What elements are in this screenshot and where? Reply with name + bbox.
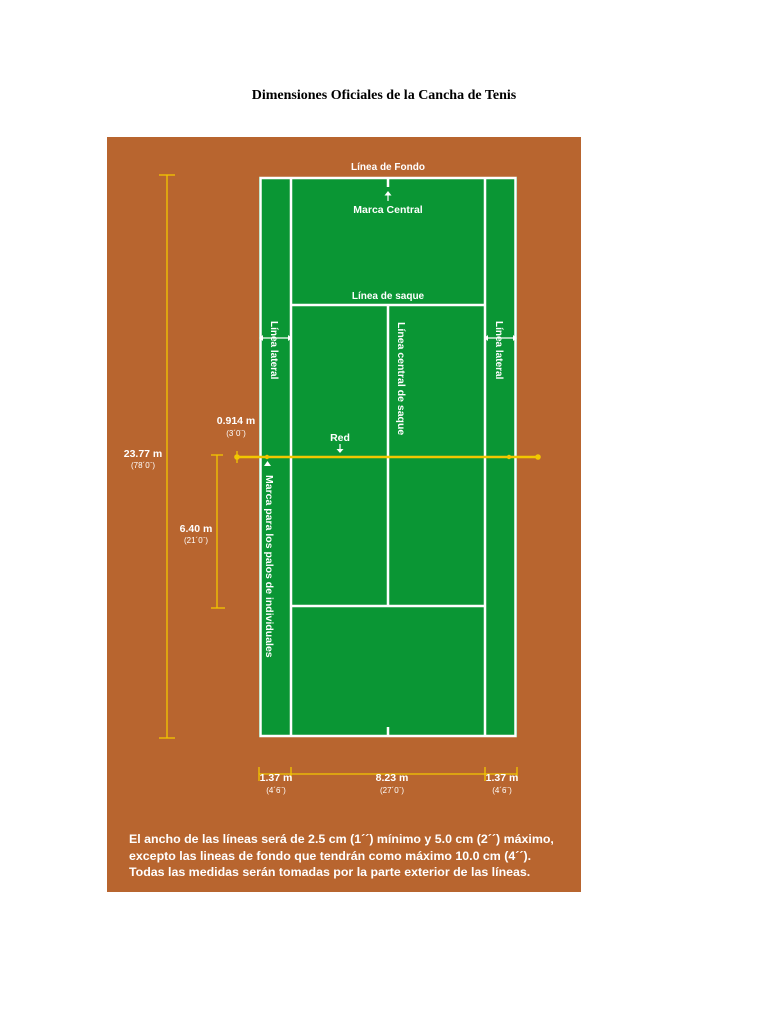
arrow-right-icon (288, 335, 292, 341)
note-line-3: Todas las medidas serán tomadas por la p… (129, 865, 531, 879)
arrow-right-icon (513, 335, 517, 341)
measurement-lines (159, 174, 518, 781)
singles-width-metric: 8.23 m (376, 772, 409, 784)
arrow-up-icon (384, 191, 392, 196)
page-title: Dimensiones Oficiales de la Cancha de Te… (251, 88, 517, 103)
service-line-label: Línea de saque (352, 291, 425, 302)
note-line-2: excepto las lineas de fondo que tendrán … (129, 848, 532, 863)
alley-right-metric: 1.37 m (486, 772, 519, 784)
arrow-down-icon (336, 449, 344, 453)
net-post-offset-metric: 0.914 m (217, 415, 256, 427)
pointer-arrows (259, 191, 517, 466)
net-post-left (234, 454, 240, 460)
alley-left-metric: 1.37 m (260, 772, 293, 784)
service-depth-imperial: (21´0¨) (184, 536, 208, 545)
arrow-left-icon (484, 335, 488, 341)
singles-width-imperial: (27´0¨) (380, 786, 404, 795)
net-post-offset-imperial: (3´0¨) (226, 429, 246, 438)
arrow-up-icon (264, 461, 271, 466)
alley-left-imperial: (4´6¨) (266, 786, 286, 795)
tennis-court-diagram: Línea de Fondo Marca Central Línea de sa… (107, 137, 581, 892)
length-metric: 23.77 m (124, 448, 163, 460)
line-width-note: El ancho de las líneas será de 2.5 cm (1… (129, 831, 579, 881)
court-svg: Línea de Fondo Marca Central Línea de sa… (124, 162, 541, 795)
center-service-line-label: Línea central de saque (395, 322, 407, 435)
singles-stick-right (506, 454, 512, 460)
singles-post-mark-label: Marca para los palos de individuales (263, 475, 275, 658)
sideline-right-label: Línea lateral (493, 321, 504, 380)
net-post-right (535, 454, 541, 460)
singles-stick-left (264, 454, 270, 460)
sideline-left-label: Línea lateral (268, 321, 279, 380)
service-depth-metric: 6.40 m (180, 523, 213, 535)
alley-right-imperial: (4´6¨) (492, 786, 512, 795)
arrow-left-icon (259, 335, 263, 341)
center-mark-label: Marca Central (353, 204, 423, 216)
note-line-1: El ancho de las líneas será de 2.5 cm (1… (129, 832, 554, 846)
length-imperial: (78´0¨) (131, 461, 155, 470)
baseline-label: Línea de Fondo (351, 162, 425, 173)
net-label: Red (330, 432, 350, 444)
